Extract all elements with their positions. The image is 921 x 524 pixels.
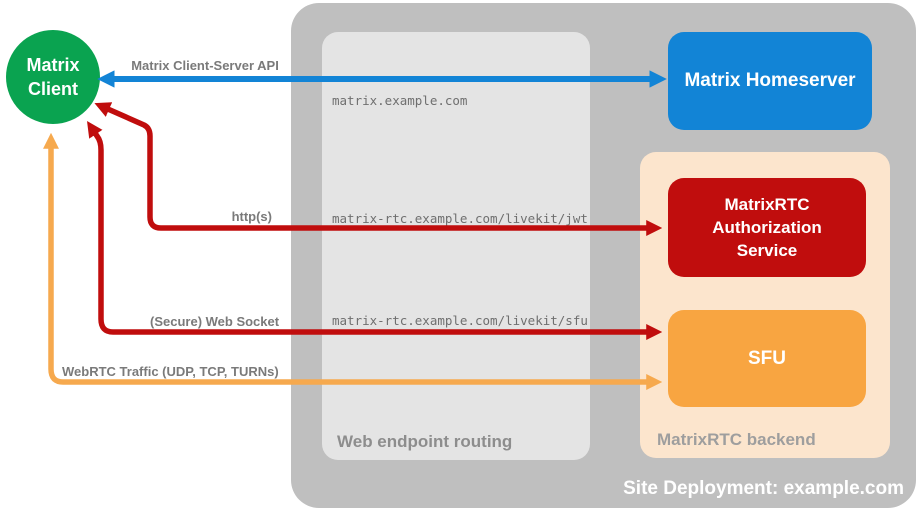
- conn-label-https: http(s): [231, 209, 272, 224]
- endpoint-livekit-sfu: matrix-rtc.example.com/livekit/sfu: [332, 313, 588, 328]
- conn-label-secure-web-socket: (Secure) Web Socket: [150, 314, 280, 329]
- node-matrixrtc-authorization-service: MatrixRTC Authorization Service: [668, 178, 866, 277]
- node-matrixrtc-authorization-service-label: MatrixRTC Authorization Service: [712, 195, 822, 260]
- conn-label-matrix-client-server-api: Matrix Client-Server API: [131, 58, 279, 73]
- node-matrix-client: Matrix Client: [6, 30, 100, 124]
- web-endpoint-routing-box: matrix.example.com matrix-rtc.example.co…: [322, 32, 590, 460]
- site-deployment-label: Site Deployment: example.com: [623, 478, 904, 499]
- web-endpoint-routing-label: Web endpoint routing: [337, 432, 513, 451]
- node-matrix-homeserver: Matrix Homeserver: [668, 32, 872, 130]
- matrixrtc-backend-label: MatrixRTC backend: [657, 430, 816, 449]
- conn-label-webrtc-traffic: WebRTC Traffic (UDP, TCP, TURNs): [62, 364, 279, 379]
- endpoint-matrix-domain: matrix.example.com: [332, 93, 468, 108]
- node-sfu: SFU: [668, 310, 866, 407]
- node-matrix-client-label: Matrix Client: [26, 55, 80, 99]
- node-sfu-label: SFU: [748, 347, 786, 369]
- node-matrix-homeserver-label: Matrix Homeserver: [684, 70, 856, 91]
- endpoint-livekit-jwt: matrix-rtc.example.com/livekit/jwt: [332, 211, 588, 226]
